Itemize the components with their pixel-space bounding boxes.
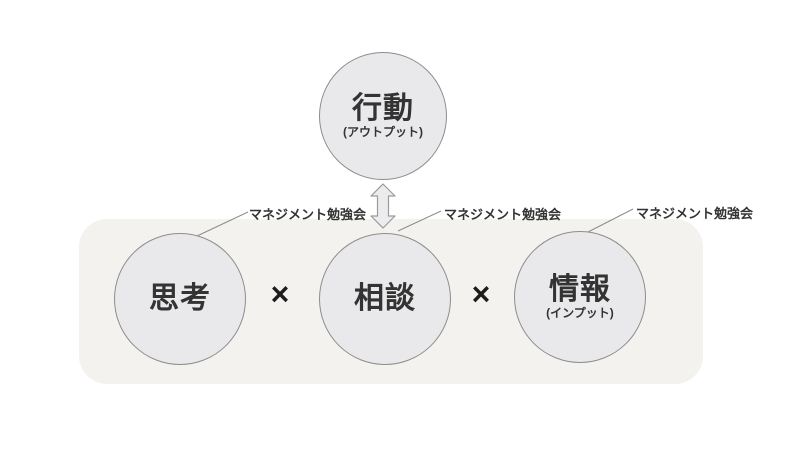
node-action: 行動 (アウトプット) [319,52,447,180]
annotation-management-study-3: マネジメント勉強会 [636,206,754,221]
multiply-sign-1: × [270,275,290,312]
node-action-sublabel: (アウトプット) [343,125,423,139]
node-info-label: 情報 [549,273,611,306]
multiply-sign-2: × [471,275,491,312]
annotation-management-study-2: マネジメント勉強会 [444,207,562,222]
node-thinking: 思考 [114,233,246,365]
node-consult: 相談 [319,233,451,365]
node-thinking-label: 思考 [149,282,211,315]
annotation-management-study-1: マネジメント勉強会 [249,207,367,222]
node-info: 情報 (インプット) [514,231,646,363]
node-consult-label: 相談 [354,282,416,315]
node-info-sublabel: (インプット) [546,306,614,320]
node-action-label: 行動 [352,92,414,125]
